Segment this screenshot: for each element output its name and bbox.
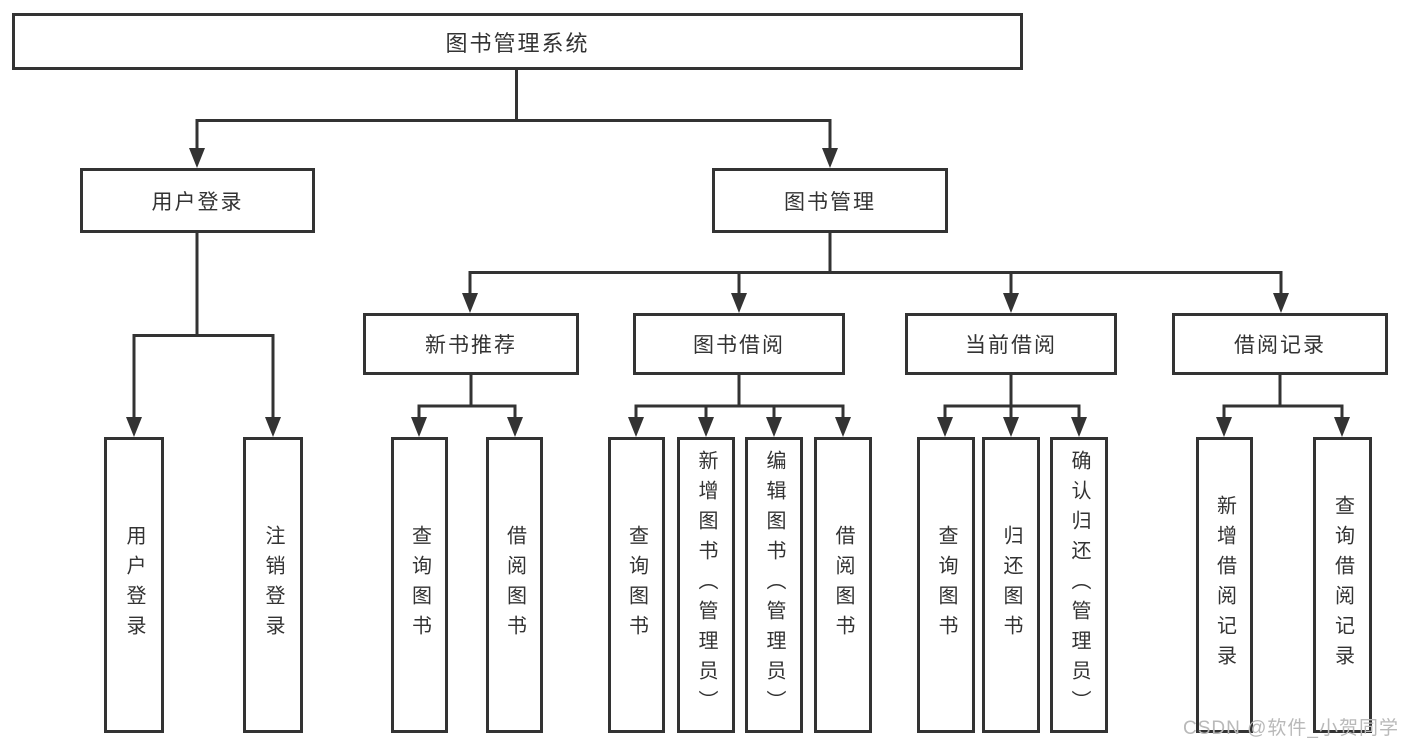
node-leaf-borrow-books-2-label: 借阅图书 — [832, 525, 854, 645]
node-leaf-user-login: 用户登录 — [104, 437, 164, 733]
node-borrow-records-label: 借阅记录 — [1234, 334, 1326, 357]
node-leaf-logout-label: 注销登录 — [262, 525, 284, 645]
node-leaf-confirm-return-admin: 确认归还（管理员） — [1050, 437, 1108, 733]
node-leaf-query-books-1-label: 查询图书 — [408, 525, 431, 645]
node-borrow-records: 借阅记录 — [1172, 313, 1388, 375]
node-leaf-return-books-label: 归还图书 — [1000, 525, 1022, 645]
node-leaf-query-books-2: 查询图书 — [608, 437, 665, 733]
node-user-login-label: 用户登录 — [151, 190, 244, 214]
node-leaf-add-borrow-record: 新增借阅记录 — [1196, 437, 1253, 733]
node-leaf-edit-book-admin-label: 编辑图书（管理员） — [763, 450, 785, 720]
node-leaf-query-books-3-label: 查询图书 — [935, 525, 957, 645]
node-leaf-borrow-books-1-label: 借阅图书 — [503, 525, 526, 645]
node-leaf-borrow-books-1: 借阅图书 — [486, 437, 543, 733]
node-leaf-query-books-3: 查询图书 — [917, 437, 975, 733]
node-book-borrow-label: 图书借阅 — [693, 334, 785, 357]
node-leaf-logout: 注销登录 — [243, 437, 303, 733]
node-current-borrow-label: 当前借阅 — [965, 334, 1057, 357]
node-leaf-add-borrow-record-label: 新增借阅记录 — [1213, 495, 1236, 675]
node-leaf-user-login-label: 用户登录 — [123, 525, 145, 645]
node-leaf-borrow-books-2: 借阅图书 — [814, 437, 872, 733]
node-root-label: 图书管理系统 — [445, 30, 590, 56]
node-leaf-query-books-1: 查询图书 — [391, 437, 448, 733]
node-leaf-query-borrow-record-label: 查询借阅记录 — [1331, 495, 1354, 675]
node-leaf-query-books-2-label: 查询图书 — [625, 525, 648, 645]
node-leaf-return-books: 归还图书 — [982, 437, 1040, 733]
node-book-management: 图书管理 — [712, 168, 948, 233]
node-root: 图书管理系统 — [12, 13, 1023, 70]
watermark-text: CSDN @软件_小贺同学 — [1183, 718, 1399, 739]
connector-paths — [132, 70, 1344, 421]
node-leaf-confirm-return-admin-label: 确认归还（管理员） — [1068, 450, 1090, 720]
node-leaf-add-book-admin: 新增图书（管理员） — [677, 437, 735, 733]
node-leaf-edit-book-admin: 编辑图书（管理员） — [745, 437, 803, 733]
node-book-borrow: 图书借阅 — [633, 313, 845, 375]
node-user-login: 用户登录 — [80, 168, 315, 233]
node-leaf-add-book-admin-label: 新增图书（管理员） — [695, 450, 717, 720]
node-leaf-query-borrow-record: 查询借阅记录 — [1313, 437, 1372, 733]
node-new-book-recommend: 新书推荐 — [363, 313, 579, 375]
node-new-book-recommend-label: 新书推荐 — [425, 334, 517, 357]
node-book-management-label: 图书管理 — [784, 190, 876, 214]
node-current-borrow: 当前借阅 — [905, 313, 1117, 375]
